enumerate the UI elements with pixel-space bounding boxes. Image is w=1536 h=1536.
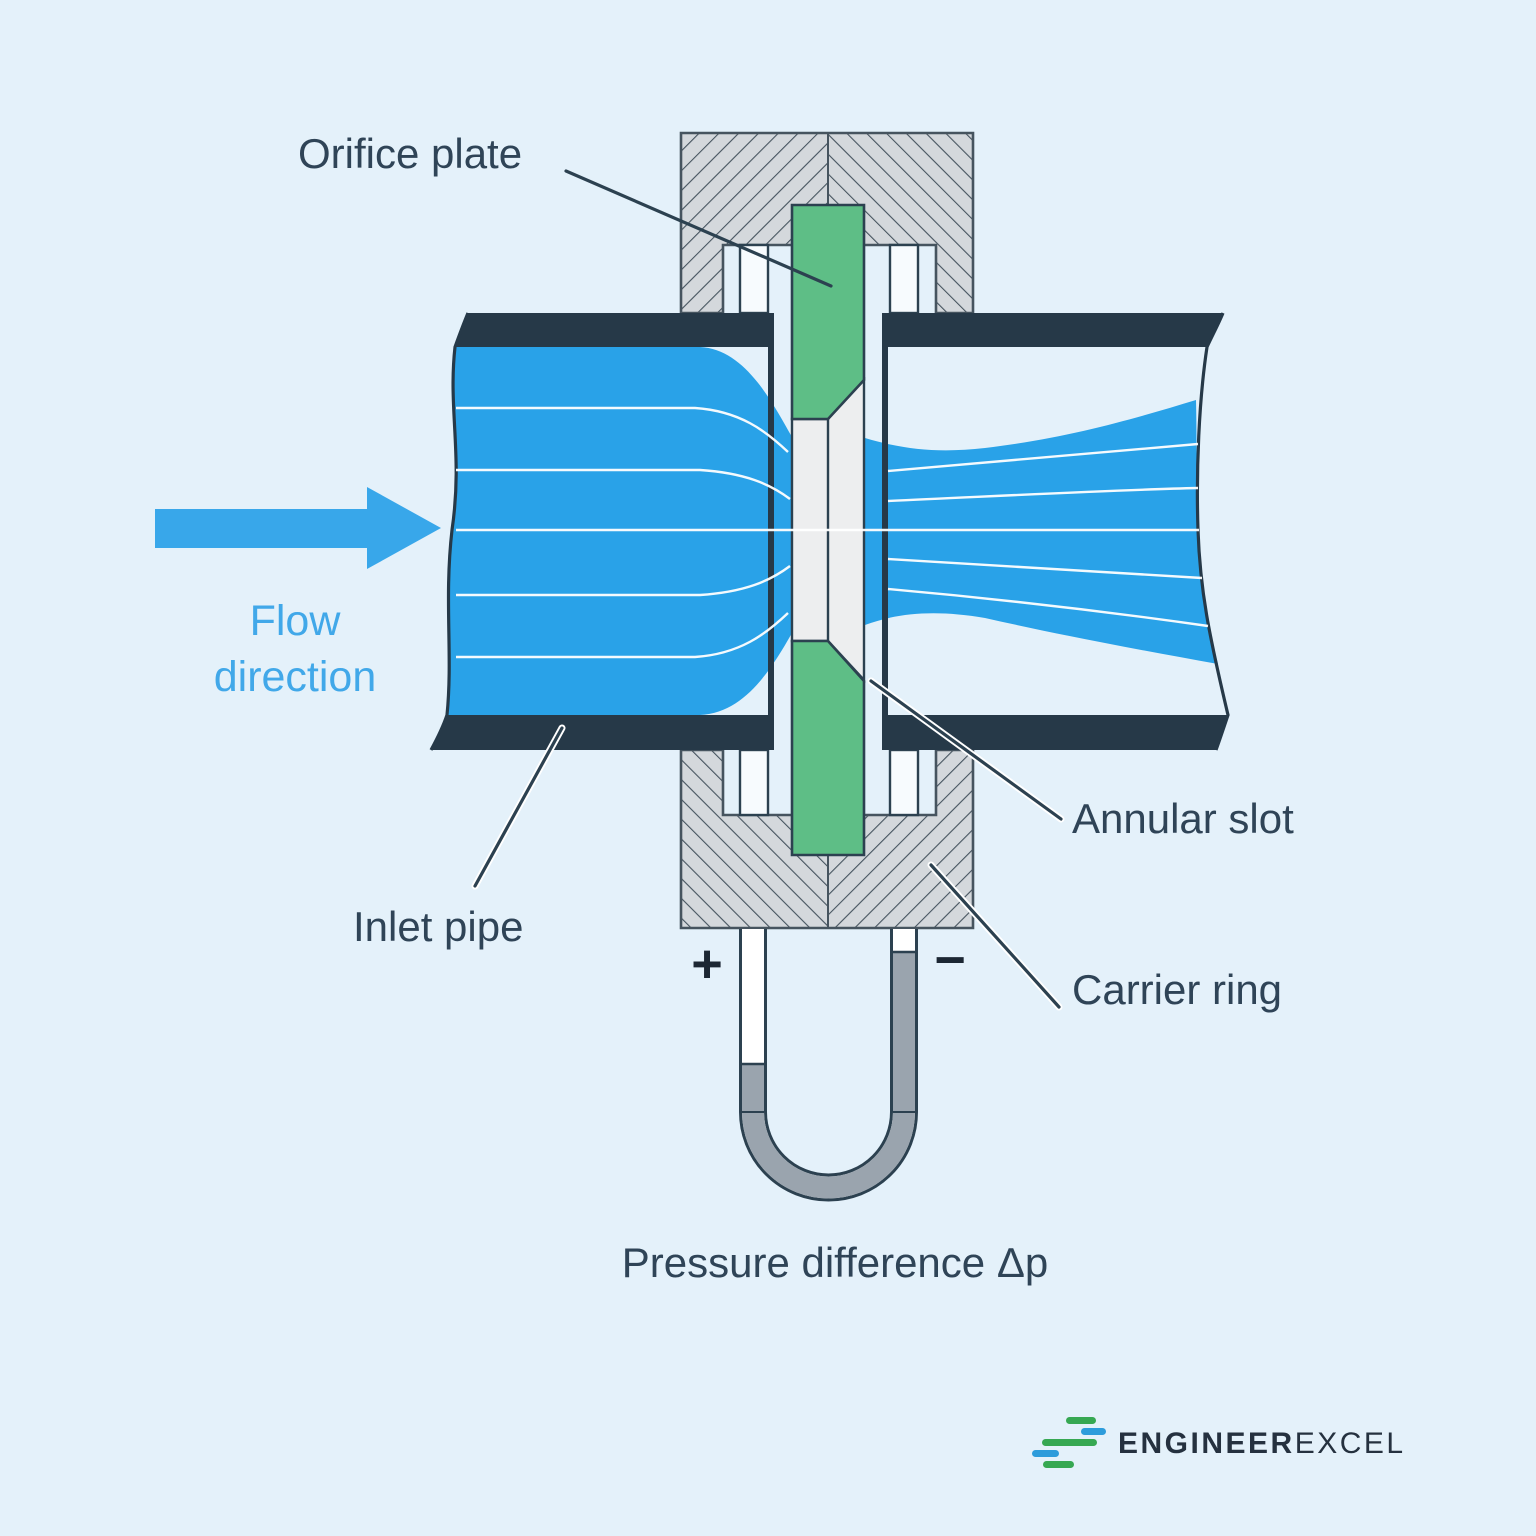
label-carrier-ring: Carrier ring [1072,966,1282,1013]
tap-channel-lower-left [738,748,770,817]
u-tube-manometer [739,929,918,1202]
engineerexcel-logo: ENGINEEREXCEL [1032,1417,1406,1468]
orifice-plate-lower [790,639,866,857]
flow-arrow-icon [155,487,441,569]
leader-annular-slot [867,677,1065,823]
outlet-pipe-wall-bottom [885,715,1228,750]
logo-wordmark: ENGINEEREXCEL [1118,1427,1406,1460]
tap-channel-lower-right [888,748,920,817]
leader-orifice-plate [564,169,833,288]
minus-sign: − [934,930,966,990]
inlet-pipe-wall-top [455,313,769,347]
outlet-pipe-end-face [882,313,888,750]
inlet-pipe-wall-bottom [431,715,769,750]
label-pressure-difference: Pressure difference Δp [622,1239,1049,1286]
logo-text-bold: ENGINEER [1118,1427,1295,1460]
manometer-liquid [742,952,915,1199]
logo-bars-icon [1032,1417,1106,1468]
leader-carrier-ring [927,861,1063,1011]
inlet-torn-edge [429,312,470,751]
logo-text-light: EXCEL [1295,1427,1406,1460]
label-flow-line1: Flow [250,597,342,645]
label-orifice-plate: Orifice plate [298,130,522,177]
label-annular-slot: Annular slot [1072,795,1294,842]
label-flow-line2: direction [214,653,377,701]
label-inlet-pipe: Inlet pipe [353,903,523,950]
streamlines [456,406,1209,659]
leader-inlet-pipe [471,724,566,890]
outlet-pipe-wall-top [885,313,1223,347]
orifice-plate-upper [790,203,866,421]
inlet-pipe-end-face [768,313,774,750]
tap-channel-upper-right [888,243,920,315]
plus-sign: + [691,934,723,994]
